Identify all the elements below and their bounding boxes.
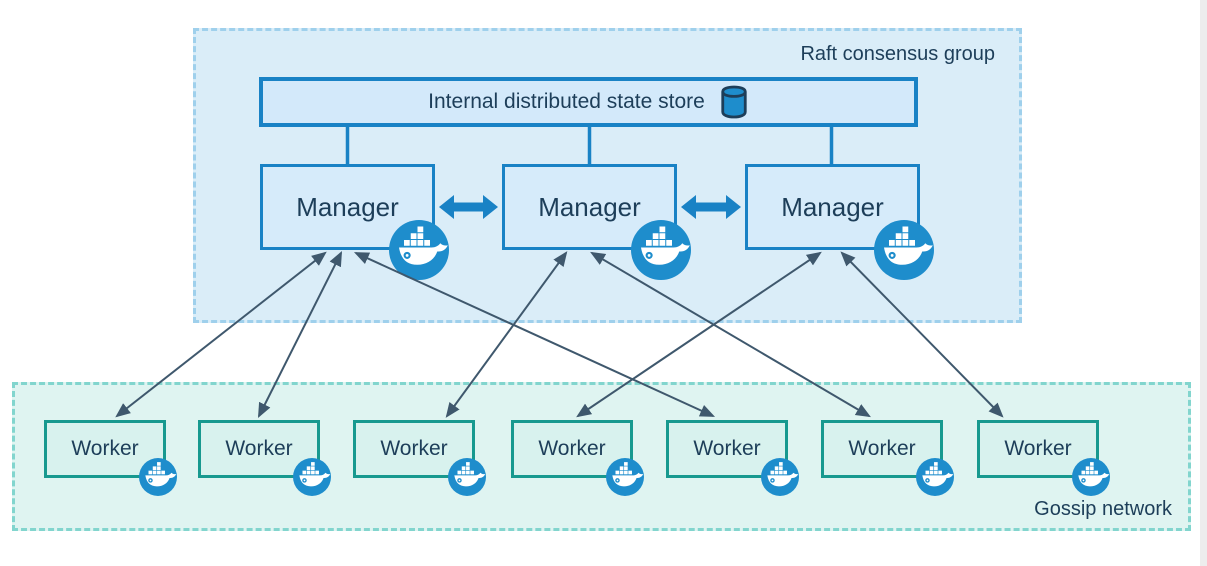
manager-node-2: Manager — [502, 164, 677, 250]
worker-label: Worker — [848, 437, 916, 460]
docker-whale-icon — [761, 458, 799, 496]
worker-label: Worker — [71, 437, 139, 460]
docker-whale-icon — [139, 458, 177, 496]
worker-node-4: Worker — [511, 420, 633, 478]
docker-whale-icon — [1072, 458, 1110, 496]
manager-label: Manager — [296, 191, 399, 222]
worker-node-5: Worker — [666, 420, 788, 478]
worker-node-1: Worker — [44, 420, 166, 478]
docker-whale-icon — [293, 458, 331, 496]
worker-label: Worker — [380, 437, 448, 460]
docker-whale-icon — [916, 458, 954, 496]
docker-whale-icon — [631, 220, 691, 280]
worker-label: Worker — [538, 437, 606, 460]
docker-whale-icon — [448, 458, 486, 496]
raft-group-label: Raft consensus group — [800, 43, 995, 65]
state-store-label: Internal distributed state store — [428, 90, 705, 113]
state-store-box: Internal distributed state store — [259, 77, 918, 127]
docker-whale-icon — [389, 220, 449, 280]
worker-label: Worker — [693, 437, 761, 460]
worker-label: Worker — [225, 437, 293, 460]
docker-whale-icon — [874, 220, 934, 280]
window-edge — [1200, 0, 1207, 566]
manager-label: Manager — [781, 191, 884, 222]
gossip-group-label: Gossip network — [1034, 498, 1172, 520]
worker-node-7: Worker — [977, 420, 1099, 478]
manager-node-3: Manager — [745, 164, 920, 250]
database-icon — [719, 85, 749, 119]
worker-label: Worker — [1004, 437, 1072, 460]
docker-whale-icon — [606, 458, 644, 496]
manager-node-1: Manager — [260, 164, 435, 250]
worker-node-3: Worker — [353, 420, 475, 478]
manager-label: Manager — [538, 191, 641, 222]
worker-node-2: Worker — [198, 420, 320, 478]
worker-node-6: Worker — [821, 420, 943, 478]
